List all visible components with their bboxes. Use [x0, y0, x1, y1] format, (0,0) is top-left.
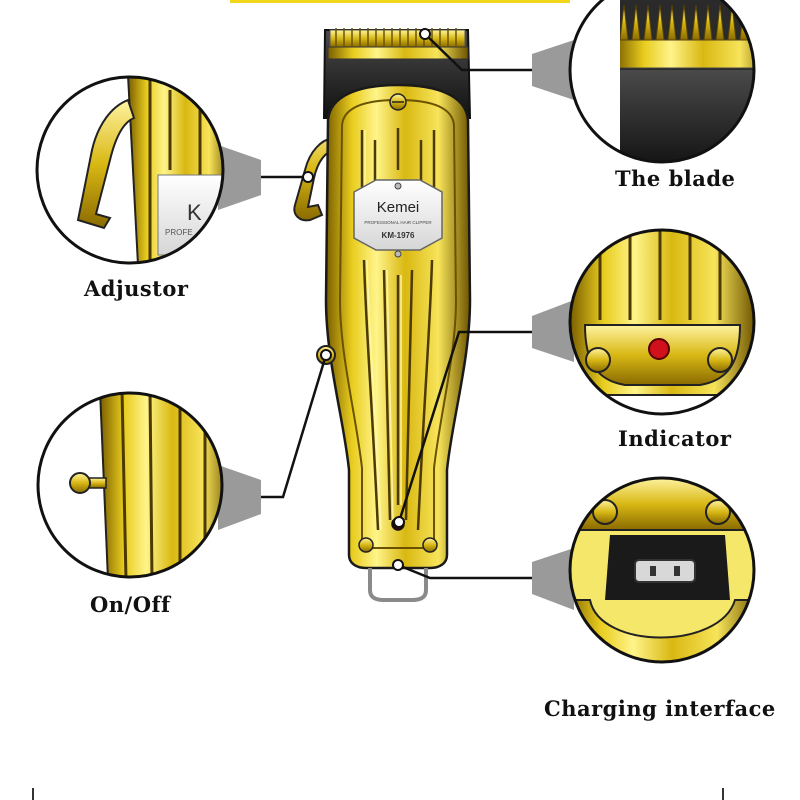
zoom-brand-fragment-sub: PROFE — [165, 228, 193, 237]
indicator-red-icon — [648, 338, 670, 360]
zoom-charging — [532, 476, 756, 664]
callout-label-charging: Charging interface — [544, 696, 776, 721]
blade-teeth-lines — [335, 28, 457, 46]
blade-teeth — [329, 29, 466, 48]
bottom-screw-right — [422, 537, 438, 553]
connector-indicator — [397, 330, 532, 523]
connector-charging — [397, 563, 532, 580]
zoom-indicator — [532, 228, 756, 416]
adjustor-lever — [293, 117, 336, 222]
callout-connectors — [261, 33, 532, 580]
zoom-power-switch-icon — [69, 472, 91, 494]
zoom-blade — [532, 0, 756, 164]
charging-loop — [368, 568, 428, 602]
callout-label-adjustor: Adjustor — [84, 276, 189, 301]
connector-blade — [424, 33, 532, 72]
zoom-adjustor: K PROFE — [35, 75, 261, 265]
bottom-screw-left — [358, 537, 374, 553]
callout-label-blade: The blade — [615, 166, 736, 191]
connector-onoff — [261, 354, 328, 499]
brand-subtitle: PROFESSIONAL HAIR CLIPPER — [364, 220, 432, 225]
plate-screw-bottom — [394, 250, 402, 258]
brand-name: Kemei — [377, 199, 420, 216]
callout-label-indicator: Indicator — [618, 426, 732, 451]
blade-gold-band — [327, 46, 469, 60]
zoom-brand-fragment: K — [187, 200, 202, 225]
callout-dots — [302, 28, 431, 571]
body-highlights — [364, 130, 402, 531]
callout-label-onoff: On/Off — [90, 592, 171, 617]
brand-plate — [353, 179, 443, 251]
charging-port-icon — [634, 559, 696, 583]
clipper-body: Kemei PROFESSIONAL HAIR CLIPPER KM-1976 — [293, 28, 472, 602]
brand-model: KM-1976 — [382, 231, 415, 240]
zoom-onoff — [36, 391, 261, 579]
top-accent-bar — [230, 0, 570, 3]
plate-screw-top — [394, 182, 402, 190]
